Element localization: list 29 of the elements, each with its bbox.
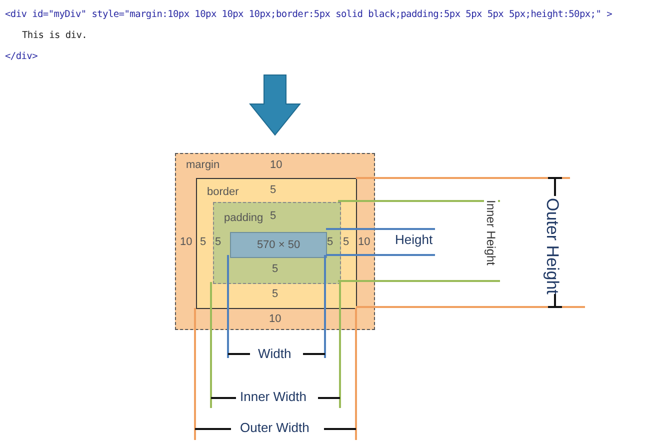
- margin-area: [175, 153, 375, 330]
- size-value: 5: [272, 262, 278, 276]
- size-value: 5: [270, 209, 276, 223]
- size-value: 10: [269, 312, 282, 326]
- area-label: 570 × 50: [256, 239, 302, 252]
- size-value: 10: [270, 158, 282, 172]
- padding-area: [213, 202, 341, 284]
- size-value: 5: [215, 235, 222, 249]
- dimension-label: Height: [395, 233, 433, 247]
- code-line: This is div.: [22, 29, 88, 43]
- content-area: [230, 232, 327, 258]
- dimension-label: Outer Width: [240, 421, 310, 435]
- code-line: <div id="myDiv" style="margin:10px 10px 10px 10px;border:5px solid black;padding:5px 5px 5px 5px;height:50px;" >: [5, 8, 612, 22]
- dimension-label: Inner Width: [240, 390, 306, 404]
- size-value: 5: [270, 183, 276, 197]
- area-label: border: [207, 186, 239, 199]
- size-value: 5: [343, 235, 350, 249]
- size-value: 5: [272, 287, 278, 301]
- size-value: 10: [180, 235, 192, 249]
- size-value: 5: [327, 235, 334, 249]
- area-label: padding: [224, 212, 264, 225]
- dimension-label: Width: [258, 347, 292, 361]
- border-area: [196, 178, 357, 309]
- code-line: </div>: [5, 50, 38, 64]
- size-value: 10: [358, 235, 370, 249]
- size-value: 5: [200, 235, 206, 249]
- dimension-label: Inner Height: [484, 200, 498, 266]
- dimension-label: Outer Height: [545, 198, 559, 294]
- area-label: margin: [186, 159, 220, 172]
